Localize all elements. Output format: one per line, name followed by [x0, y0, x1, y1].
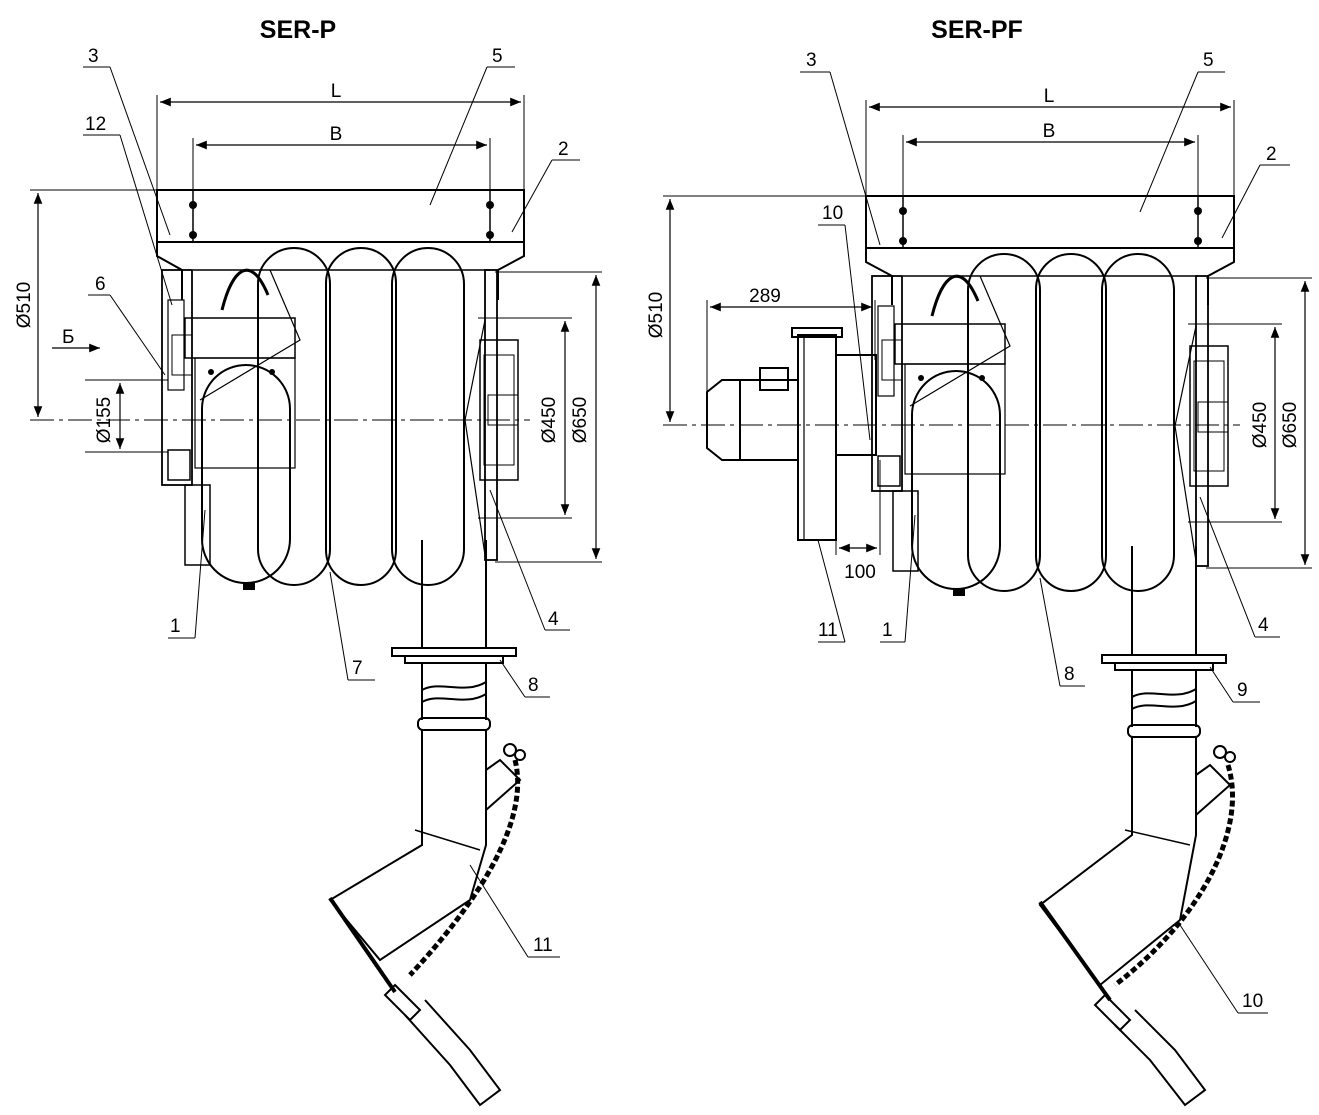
- svg-text:Ø155: Ø155: [94, 397, 115, 443]
- svg-text:4: 4: [1258, 615, 1269, 636]
- svg-text:2: 2: [1266, 144, 1277, 165]
- svg-text:3: 3: [806, 50, 817, 71]
- hose-coils: [199, 247, 465, 590]
- svg-text:8: 8: [528, 675, 539, 696]
- dimension-l: L: [156, 81, 525, 190]
- dimension-d450: Ø450: [1188, 323, 1282, 523]
- svg-text:Ø510: Ø510: [646, 292, 667, 338]
- svg-text:4: 4: [548, 609, 559, 630]
- svg-text:9: 9: [1237, 680, 1248, 701]
- dimension-b: B: [192, 124, 491, 195]
- dimension-l: L: [865, 86, 1235, 198]
- svg-text:11: 11: [818, 620, 838, 641]
- dimension-d450: Ø450: [478, 317, 572, 519]
- svg-text:5: 5: [492, 46, 503, 67]
- svg-text:1: 1: [170, 616, 181, 637]
- svg-text:Ø510: Ø510: [14, 282, 35, 328]
- svg-text:2: 2: [558, 139, 569, 160]
- top-frame: [865, 195, 1235, 305]
- left-hub: [871, 274, 1006, 572]
- dimension-100: 100: [835, 460, 881, 583]
- svg-text:Б: Б: [62, 327, 74, 348]
- view-arrow: Б: [52, 327, 100, 353]
- dimension-d155: Ø155: [85, 379, 168, 453]
- svg-text:100: 100: [844, 562, 876, 583]
- svg-text:3: 3: [88, 46, 99, 67]
- svg-text:Ø450: Ø450: [1250, 402, 1271, 448]
- svg-text:11: 11: [533, 935, 553, 956]
- svg-text:B: B: [1043, 121, 1056, 142]
- dimension-d650: Ø650: [1206, 277, 1312, 569]
- dimension-d510: Ø510: [14, 189, 157, 417]
- svg-text:7: 7: [352, 658, 363, 679]
- hose-pipe: [1038, 546, 1236, 1107]
- diagram-title: SER-P: [260, 16, 336, 44]
- dimension-289: 289: [706, 286, 876, 392]
- svg-text:12: 12: [85, 114, 106, 135]
- right-hub: [1174, 275, 1229, 567]
- fan-motor: [706, 327, 877, 541]
- callouts: 3 10 5 2 11 1 4 8 9 10: [800, 50, 1290, 1014]
- svg-text:L: L: [331, 81, 342, 102]
- right-hub: [464, 269, 519, 561]
- svg-text:Ø650: Ø650: [570, 397, 591, 443]
- callouts: 3 12 6 5 2 1 4 7 8 11: [83, 46, 580, 958]
- hose-pipe: [328, 540, 526, 1107]
- svg-text:L: L: [1044, 86, 1055, 107]
- left-hub: [161, 268, 296, 566]
- svg-text:1: 1: [882, 620, 893, 641]
- svg-text:289: 289: [749, 286, 781, 307]
- svg-text:10: 10: [1242, 991, 1263, 1012]
- svg-text:5: 5: [1203, 50, 1214, 71]
- dimension-d650: Ø650: [495, 271, 602, 563]
- hose-coils: [909, 253, 1175, 596]
- diagram-title: SER-PF: [931, 16, 1023, 44]
- svg-text:B: B: [330, 124, 343, 145]
- dimension-d510: Ø510: [646, 195, 866, 422]
- diagram-ser-p: SER-P L B: [14, 16, 602, 1107]
- dimension-b: B: [902, 121, 1199, 200]
- svg-text:8: 8: [1064, 664, 1075, 685]
- svg-text:Ø450: Ø450: [539, 397, 560, 443]
- svg-text:6: 6: [95, 274, 106, 295]
- diagram-ser-pf: SER-PF L B: [646, 16, 1312, 1107]
- top-frame: [156, 189, 525, 300]
- svg-text:10: 10: [822, 203, 843, 224]
- svg-text:Ø650: Ø650: [1280, 402, 1301, 448]
